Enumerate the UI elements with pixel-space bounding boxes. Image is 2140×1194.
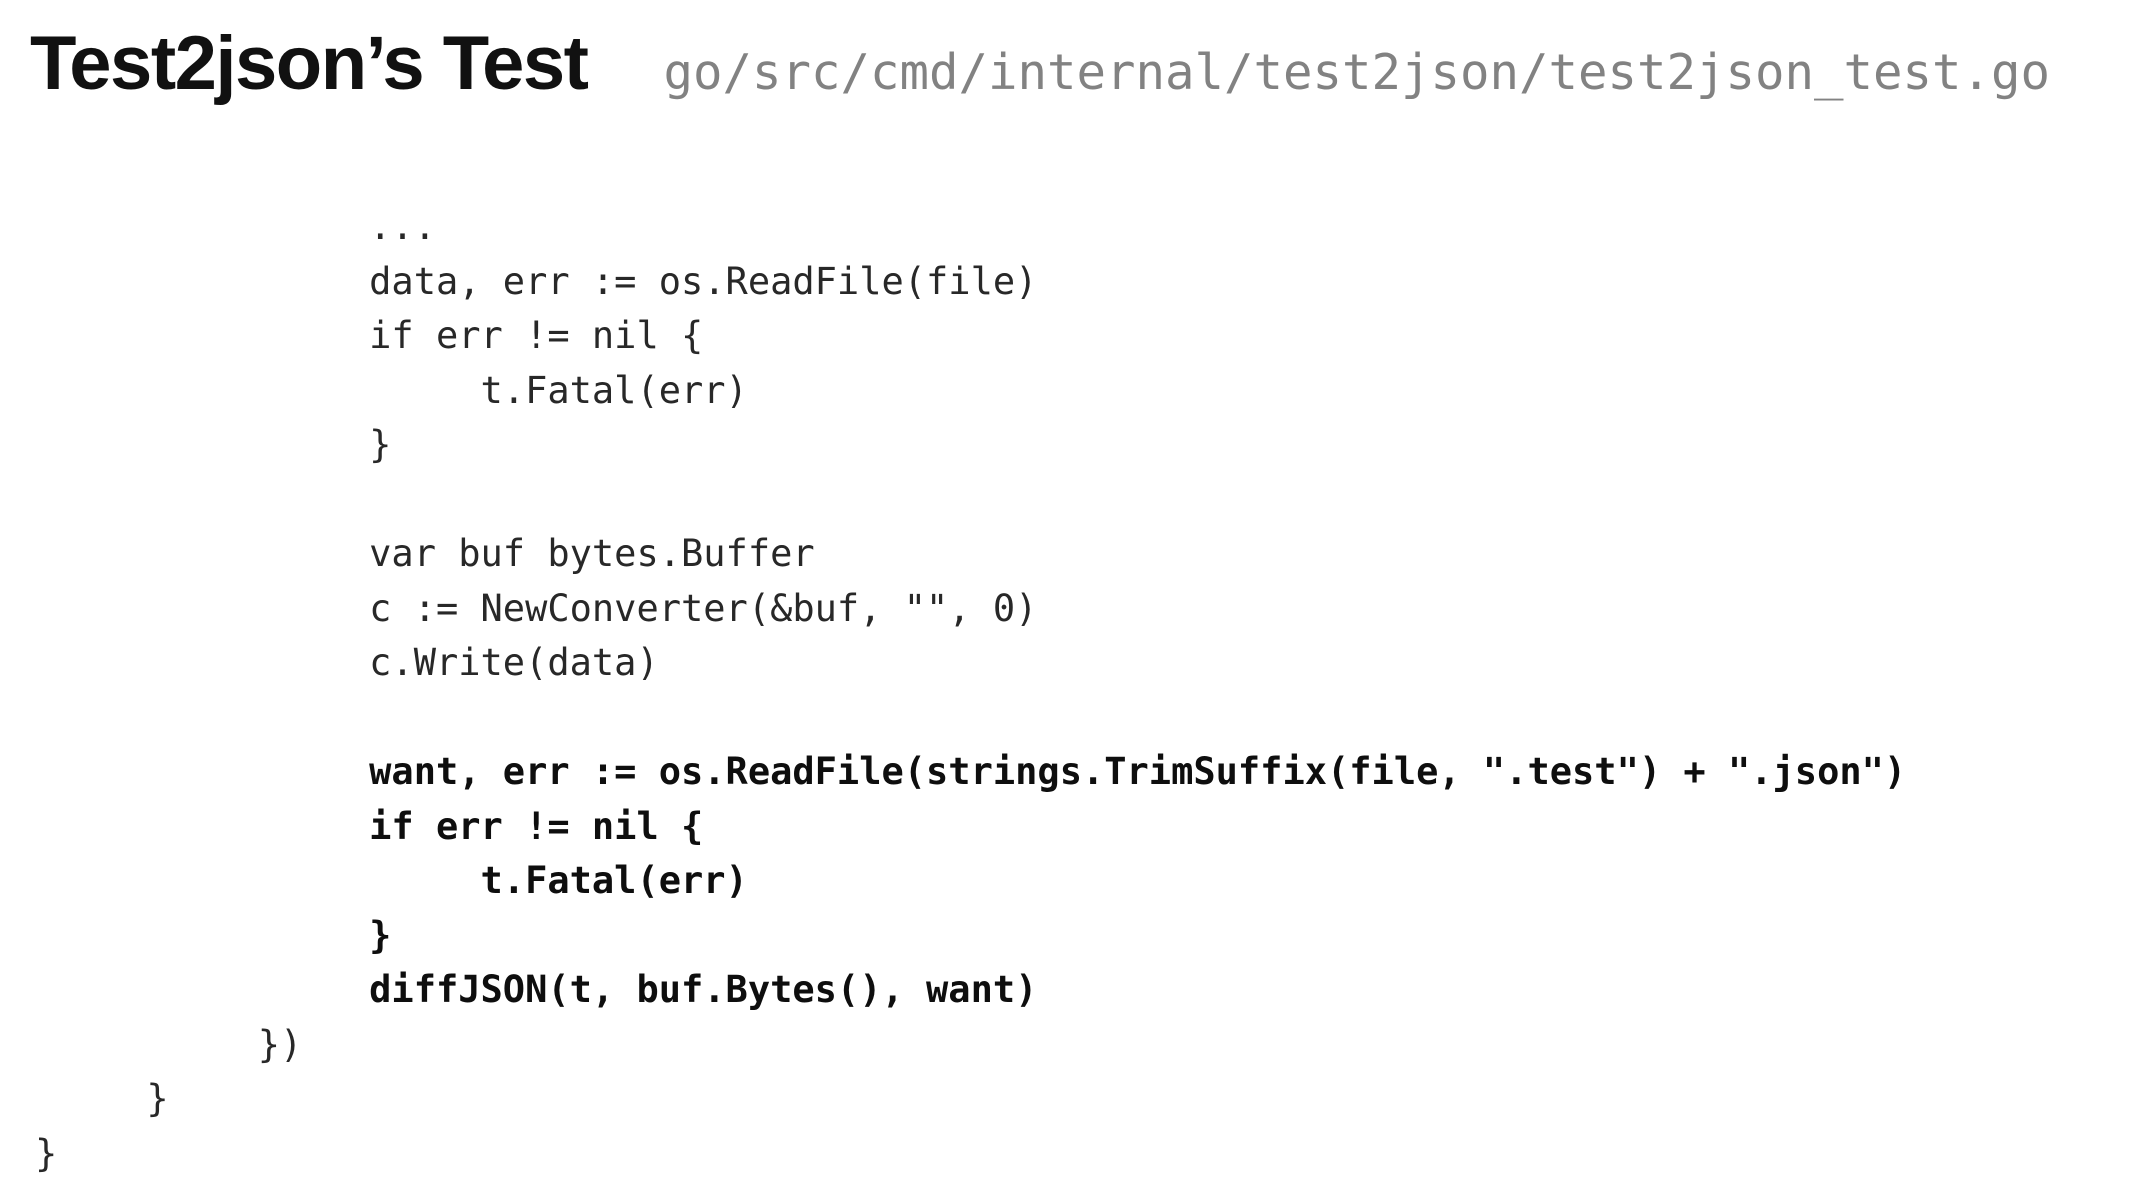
code-line: } [35, 1131, 58, 1175]
code-line [35, 691, 1906, 746]
code-line: } [35, 1077, 169, 1120]
code-line: want, err := os.ReadFile(strings.TrimSuf… [35, 750, 1907, 793]
code-block: ... data, err := os.ReadFile(file) if er… [35, 200, 1906, 1181]
code-line: if err != nil { [35, 314, 704, 357]
code-line: diffJSON(t, buf.Bytes(), want) [35, 968, 1038, 1011]
code-line: t.Fatal(err) [35, 859, 748, 902]
code-line: var buf bytes.Buffer [35, 532, 815, 575]
header: Test2json’s Test go/src/cmd/internal/tes… [30, 0, 2050, 106]
code-line: t.Fatal(err) [35, 368, 748, 412]
code-line: ... [35, 205, 436, 248]
code-line: } [35, 913, 392, 957]
code-line: data, err := os.ReadFile(file) [35, 259, 1038, 303]
code-line: c := NewConverter(&buf, "", 0) [35, 586, 1038, 630]
code-line: }) [35, 1022, 303, 1066]
code-line [35, 473, 1906, 528]
code-line: } [35, 423, 392, 466]
file-path: go/src/cmd/internal/test2json/test2json_… [663, 44, 2050, 101]
slide-title: Test2json’s Test [30, 21, 589, 106]
code-line: c.Write(data) [35, 641, 659, 684]
code-line: if err != nil { [35, 804, 704, 848]
